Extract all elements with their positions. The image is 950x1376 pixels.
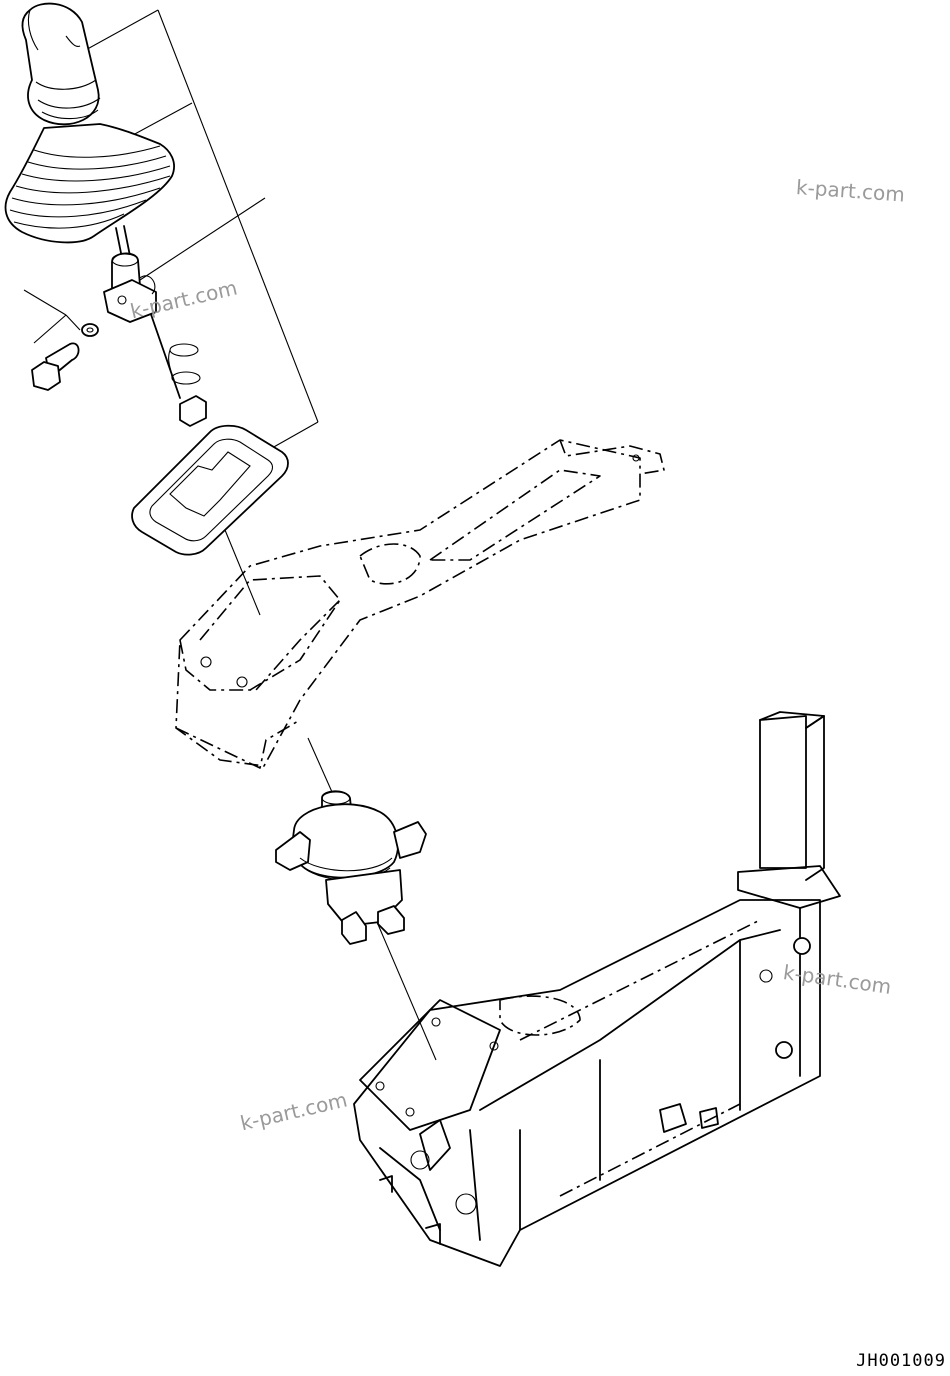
bolt-and-washer [31, 323, 99, 391]
rubber-boot [4, 123, 175, 244]
pilot-control-valve [275, 790, 427, 945]
clamp [103, 252, 157, 323]
console-frame [353, 711, 841, 1267]
drawing-number: JH001009 [856, 1351, 946, 1371]
lever-gasket-plate [131, 424, 289, 556]
console-cover [175, 439, 665, 769]
spring-clip-and-cap [168, 343, 207, 427]
control-lever-knob [21, 2, 101, 126]
